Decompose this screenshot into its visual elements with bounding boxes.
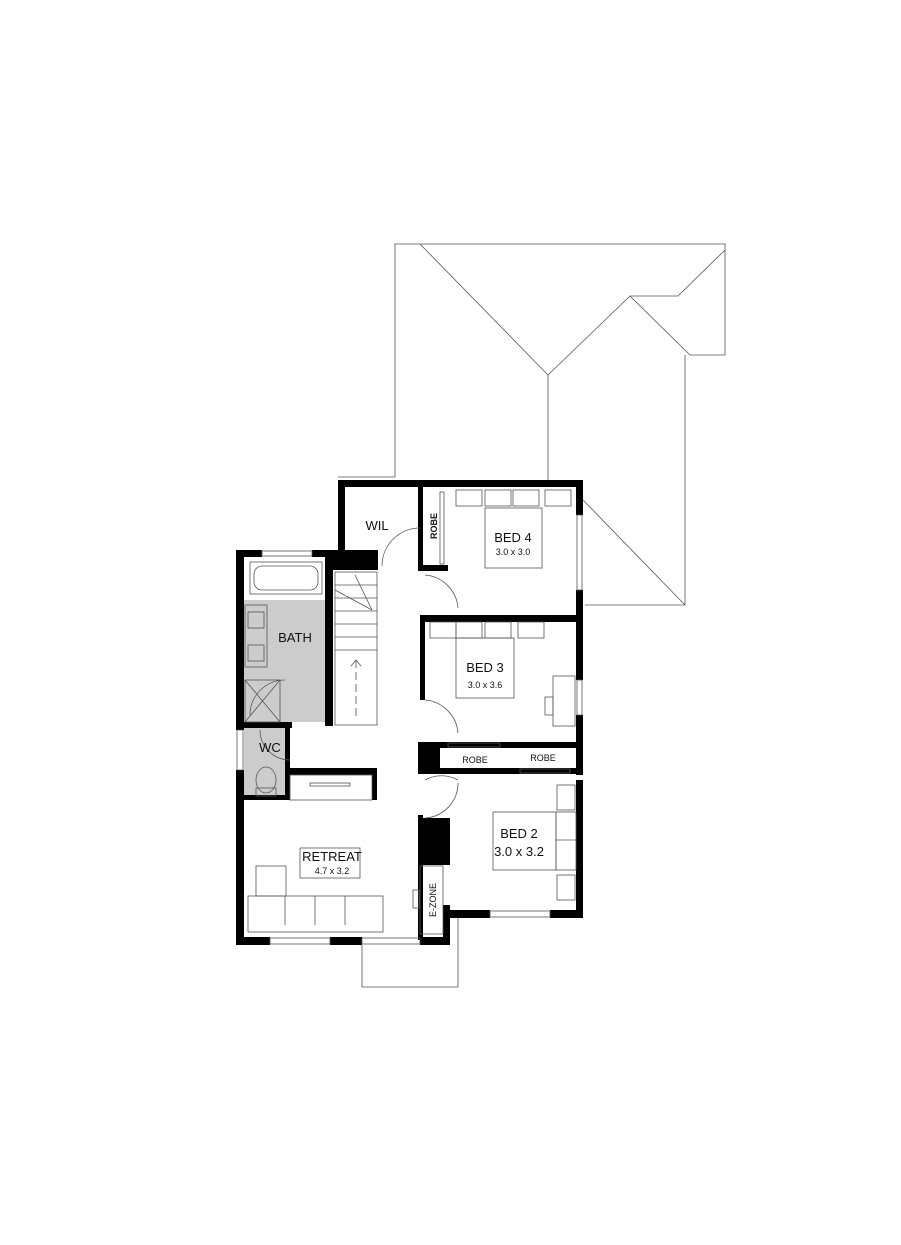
room-label-wil: WIL [365, 518, 388, 533]
room-label-bed-4: BED 4 [494, 530, 532, 545]
room-label-bed-3: BED 3 [466, 660, 504, 675]
e-zone-desk [419, 865, 444, 935]
room-size-retreat: 4.7 x 3.2 [315, 866, 350, 876]
room-label-bed-2: BED 2 [500, 826, 538, 841]
door-swings [249, 527, 459, 819]
walls [236, 480, 583, 945]
windows [236, 491, 583, 945]
wc-floor [244, 728, 285, 795]
room-label-wc: WC [259, 740, 281, 755]
sofa [247, 895, 384, 933]
bed-3 [455, 637, 515, 699]
roof-outline [338, 243, 726, 606]
bathtub [249, 561, 323, 595]
room-size-bed-4: 3.0 x 3.0 [496, 547, 531, 557]
shower [244, 679, 281, 723]
furniture [244, 489, 577, 935]
room-size-bed-3: 3.0 x 3.6 [468, 680, 503, 690]
room-label-robe-bed-4: ROBE [429, 513, 439, 539]
room-size-bed-2: 3.0 x 3.2 [494, 844, 544, 859]
room-label-e-zone: E-ZONE [428, 883, 438, 917]
room-label-retreat: RETREAT [302, 849, 362, 864]
porch-outline [361, 918, 459, 988]
room-label-bath: BATH [278, 630, 312, 645]
bed-2 [492, 811, 557, 871]
staircase [334, 571, 378, 726]
toilet [255, 766, 277, 794]
room-label-robe-bed-3: ROBE [462, 755, 488, 765]
vanity [244, 604, 268, 668]
room-label-robe-bed-2: ROBE [530, 753, 556, 763]
bed-4 [484, 507, 543, 569]
